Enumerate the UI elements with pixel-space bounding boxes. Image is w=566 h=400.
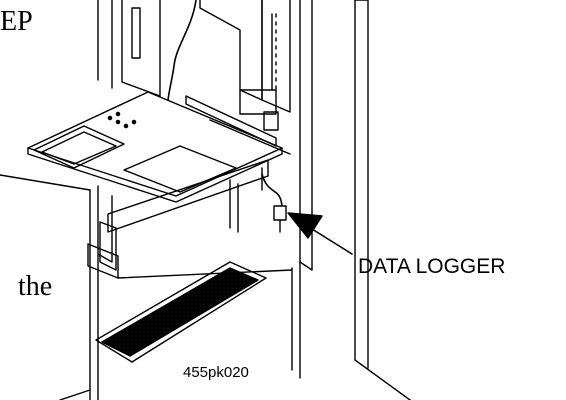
cabinet-frame <box>97 0 411 400</box>
cropped-text-fragment-bottom: the <box>18 271 53 302</box>
data-logger-unit <box>261 173 287 233</box>
floor-vent <box>95 261 267 363</box>
figure-id-label: 455pk020 <box>183 364 249 381</box>
callout-arrow <box>287 212 353 255</box>
lower-walls <box>0 174 301 400</box>
upper-chassis <box>121 0 291 115</box>
cropped-text-fragment-top: EP <box>0 6 33 37</box>
sliding-shelf <box>27 91 291 203</box>
cable <box>166 0 197 113</box>
data-logger-label: DATA LOGGER <box>358 255 506 278</box>
shelf-support <box>87 159 269 279</box>
